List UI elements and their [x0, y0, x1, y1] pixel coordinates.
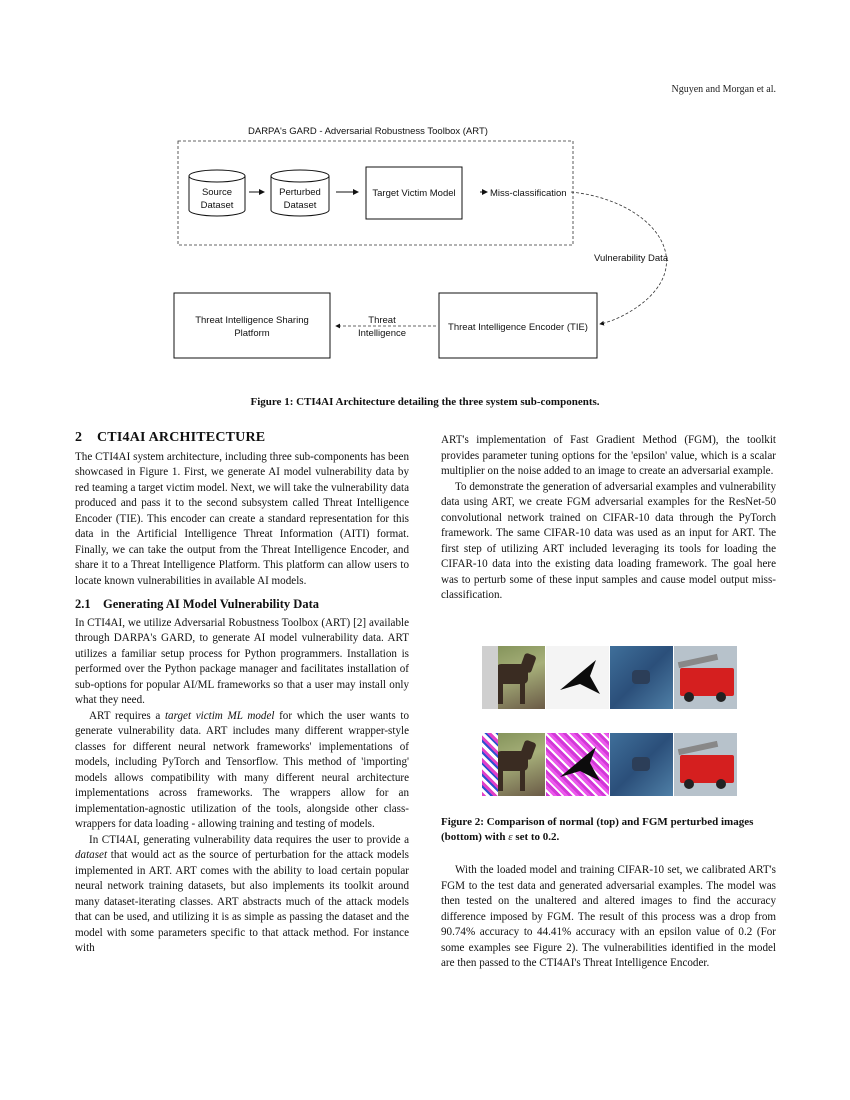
threat-intelligence-label-1: Threat — [368, 315, 396, 326]
section21-title: Generating AI Model Vulnerability Data — [103, 597, 319, 611]
sharing-platform-box — [173, 292, 331, 359]
right-paragraph-2: To demonstrate the generation of adversa… — [441, 480, 776, 602]
section21-paragraph-1: In CTI4AI, we utilize Adversarial Robust… — [75, 616, 409, 707]
horse-image-normal — [482, 646, 545, 709]
sharing-platform-label-1: Threat Intelligence Sharing — [195, 315, 309, 326]
art-frame — [177, 140, 574, 246]
plane-image-perturbed — [546, 733, 609, 796]
threat-intelligence-label-2: Intelligence — [358, 328, 406, 339]
tie-box — [438, 292, 598, 359]
section2-title: CTI4AI ARCHITECTURE — [97, 430, 266, 445]
left-column: 2 CTI4AI ARCHITECTURE The CTI4AI system a… — [75, 430, 409, 957]
figure2-caption: Figure 2: Comparison of normal (top) and… — [441, 816, 754, 843]
section21-paragraph-3: In CTI4AI, generating vulnerability data… — [75, 833, 409, 955]
perturbed-dataset-label-2: Dataset — [284, 200, 317, 211]
vulnerability-data-label: Vulnerability Data — [594, 253, 669, 264]
section21-number: 2.1 — [75, 597, 91, 611]
firetruck-image-normal — [674, 646, 737, 709]
section21-heading: 2.1 Generating AI Model Vulnerability Dat… — [75, 597, 409, 613]
source-dataset-label-1: Source — [202, 187, 232, 198]
target-model-box — [365, 166, 463, 220]
horse-image-perturbed — [482, 733, 545, 796]
miss-classification-label: Miss-classification — [490, 188, 567, 199]
section2-heading: 2 CTI4AI ARCHITECTURE — [75, 430, 409, 446]
perturbed-dataset-cylinder: Perturbed Dataset — [270, 169, 330, 217]
deer-image-perturbed — [610, 733, 673, 796]
deer-image-normal — [610, 646, 673, 709]
epsilon-symbol: ε — [508, 831, 513, 843]
dataset-emphasis: dataset — [75, 849, 108, 861]
source-dataset-label-2: Dataset — [201, 200, 234, 211]
plane-image-normal — [546, 646, 609, 709]
target-model-label: Target Victim Model — [372, 188, 455, 199]
running-head: Nguyen and Morgan et al. — [671, 84, 776, 95]
right-column-bottom: With the loaded model and training CIFAR… — [441, 863, 776, 972]
figure1-caption: Figure 1: CTI4AI Architecture detailing … — [250, 396, 600, 408]
sharing-platform-label-2: Platform — [234, 328, 269, 339]
architecture-diagram: DARPA's GARD - Adversarial Robustness To… — [173, 126, 669, 359]
art-frame-title: DARPA's GARD - Adversarial Robustness To… — [248, 126, 488, 137]
vulnerability-data-arrow — [570, 191, 667, 326]
source-dataset-cylinder: Source Dataset — [188, 169, 246, 217]
figure2-image-grid — [482, 646, 738, 796]
perturbed-dataset-label-1: Perturbed — [279, 187, 321, 198]
right-paragraph-3: With the loaded model and training CIFAR… — [441, 864, 776, 969]
right-column-top: ART's implementation of Fast Gradient Me… — [441, 433, 776, 604]
section2-number: 2 — [75, 430, 83, 445]
right-paragraph-1: ART's implementation of Fast Gradient Me… — [441, 434, 776, 477]
target-victim-emphasis: target victim ML model — [164, 709, 275, 722]
section21-paragraph-2: ART requires a target victim ML model fo… — [75, 709, 409, 831]
section2-paragraph: The CTI4AI system architecture, includin… — [75, 450, 409, 587]
firetruck-image-perturbed — [674, 733, 737, 796]
tie-label: Threat Intelligence Encoder (TIE) — [448, 322, 588, 333]
